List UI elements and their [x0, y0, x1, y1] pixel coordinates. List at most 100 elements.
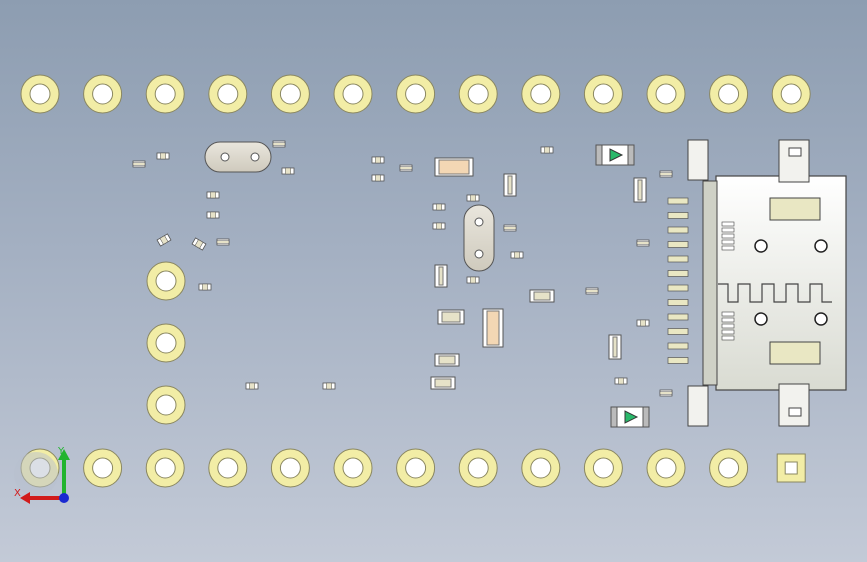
usb-smt-pin: [667, 197, 689, 205]
usb-smt-pin: [667, 342, 689, 350]
led-arrow-icon: [610, 406, 650, 428]
usb-trace: [718, 283, 832, 303]
smd-resistor: [659, 170, 673, 178]
usb-peg: [754, 239, 768, 253]
usb-pin-strip: [721, 335, 735, 341]
smd-center: [159, 235, 169, 245]
usb-smt-pin: [667, 241, 689, 248]
usb-pin-strip: [721, 245, 735, 251]
capacitor-core: [438, 159, 470, 175]
smd-center: [210, 211, 216, 219]
capacitor-core: [507, 175, 513, 195]
square-pin-hole: [784, 461, 798, 475]
smd-resistor: [198, 283, 212, 291]
capacitor: [437, 309, 465, 325]
usb-pin-strip: [721, 239, 735, 245]
usb-smt-pin: [667, 226, 689, 234]
header-pin-top-hole: [655, 83, 677, 105]
smd-resistor: [132, 160, 146, 168]
crystal-pin: [220, 152, 230, 162]
header-pin-bottom-hole: [405, 457, 427, 479]
capacitor: [503, 173, 517, 197]
smd-resistor: [585, 287, 599, 295]
smd-center: [503, 226, 517, 230]
smd-center: [618, 377, 624, 385]
header-pin-bottom-hole: [154, 457, 176, 479]
header-pin-top-hole: [467, 83, 489, 105]
led-arrow: [609, 148, 624, 162]
smd-center: [436, 203, 442, 211]
usb-smt-pin: [667, 313, 689, 321]
capacitor-core: [434, 378, 452, 388]
side-pad-hole: [155, 394, 177, 416]
header-pin-top-hole: [780, 83, 802, 105]
usb-peg: [814, 239, 828, 253]
capacitor: [430, 376, 456, 390]
smd-center: [375, 174, 381, 182]
side-pad-hole: [155, 332, 177, 354]
smd-resistor: [466, 276, 480, 284]
usb-c-connector-icon: [667, 139, 847, 427]
smd-center: [216, 240, 230, 244]
header-pin-bottom-hole: [655, 457, 677, 479]
smd-resistor: [156, 233, 172, 247]
header-pin-top-hole: [154, 83, 176, 105]
usb-slot: [788, 147, 802, 157]
capacitor: [633, 177, 647, 203]
header-pin-bottom-hole: [342, 457, 364, 479]
header-pins-top: [20, 74, 811, 114]
capacitor-core: [612, 336, 618, 358]
side-pad-hole: [155, 270, 177, 292]
capacitor: [608, 334, 622, 360]
smd-resistor: [466, 194, 480, 202]
header-pin-bottom-hole: [718, 457, 740, 479]
smd-center: [272, 142, 286, 146]
header-pin-top-hole: [718, 83, 740, 105]
smd-resistor: [399, 164, 413, 172]
usb-pin-strip: [721, 227, 735, 233]
triad-sphere: [14, 452, 58, 496]
header-pin-top-hole: [530, 83, 552, 105]
led-arrow: [624, 410, 639, 424]
crystal-pin: [474, 249, 484, 259]
usb-tab: [687, 385, 709, 427]
smd-resistor: [614, 377, 628, 385]
usb-tab: [687, 139, 709, 181]
capacitor-core: [441, 311, 461, 323]
header-pin-top-hole: [92, 83, 114, 105]
smd-center: [375, 156, 381, 164]
header-pin-top-hole: [29, 83, 51, 105]
crystal-pin: [250, 152, 260, 162]
smd-center: [160, 152, 166, 160]
header-pin-bottom-hole: [530, 457, 552, 479]
usb-smt-pin: [667, 357, 689, 364]
smd-center: [249, 382, 255, 390]
usb-peg: [754, 312, 768, 326]
smd-resistor: [216, 238, 230, 246]
smd-resistor: [510, 251, 524, 259]
smd-center: [585, 289, 599, 293]
smd-center: [132, 162, 146, 166]
smd-center: [399, 166, 413, 170]
axis-triad: Y X: [14, 446, 70, 504]
z-axis-dot: [59, 493, 69, 503]
usb-smt-pin: [667, 328, 689, 335]
capacitor-core: [533, 291, 551, 301]
capacitor: [482, 308, 504, 348]
smd-resistor: [191, 237, 207, 251]
header-pin-top-hole: [342, 83, 364, 105]
header-pins-bottom: [20, 448, 806, 488]
smd-center: [202, 283, 208, 291]
led-terminal: [642, 406, 650, 428]
capacitor: [434, 157, 474, 177]
capacitor: [434, 353, 460, 367]
usb-shell-edge: [702, 180, 718, 386]
smd-resistor: [272, 140, 286, 148]
header-pin-bottom-hole: [217, 457, 239, 479]
usb-pin-strip: [721, 311, 735, 317]
header-pin-bottom-hole: [467, 457, 489, 479]
crystal-oscillator-icon: [463, 204, 495, 272]
usb-contact-block: [769, 197, 821, 221]
